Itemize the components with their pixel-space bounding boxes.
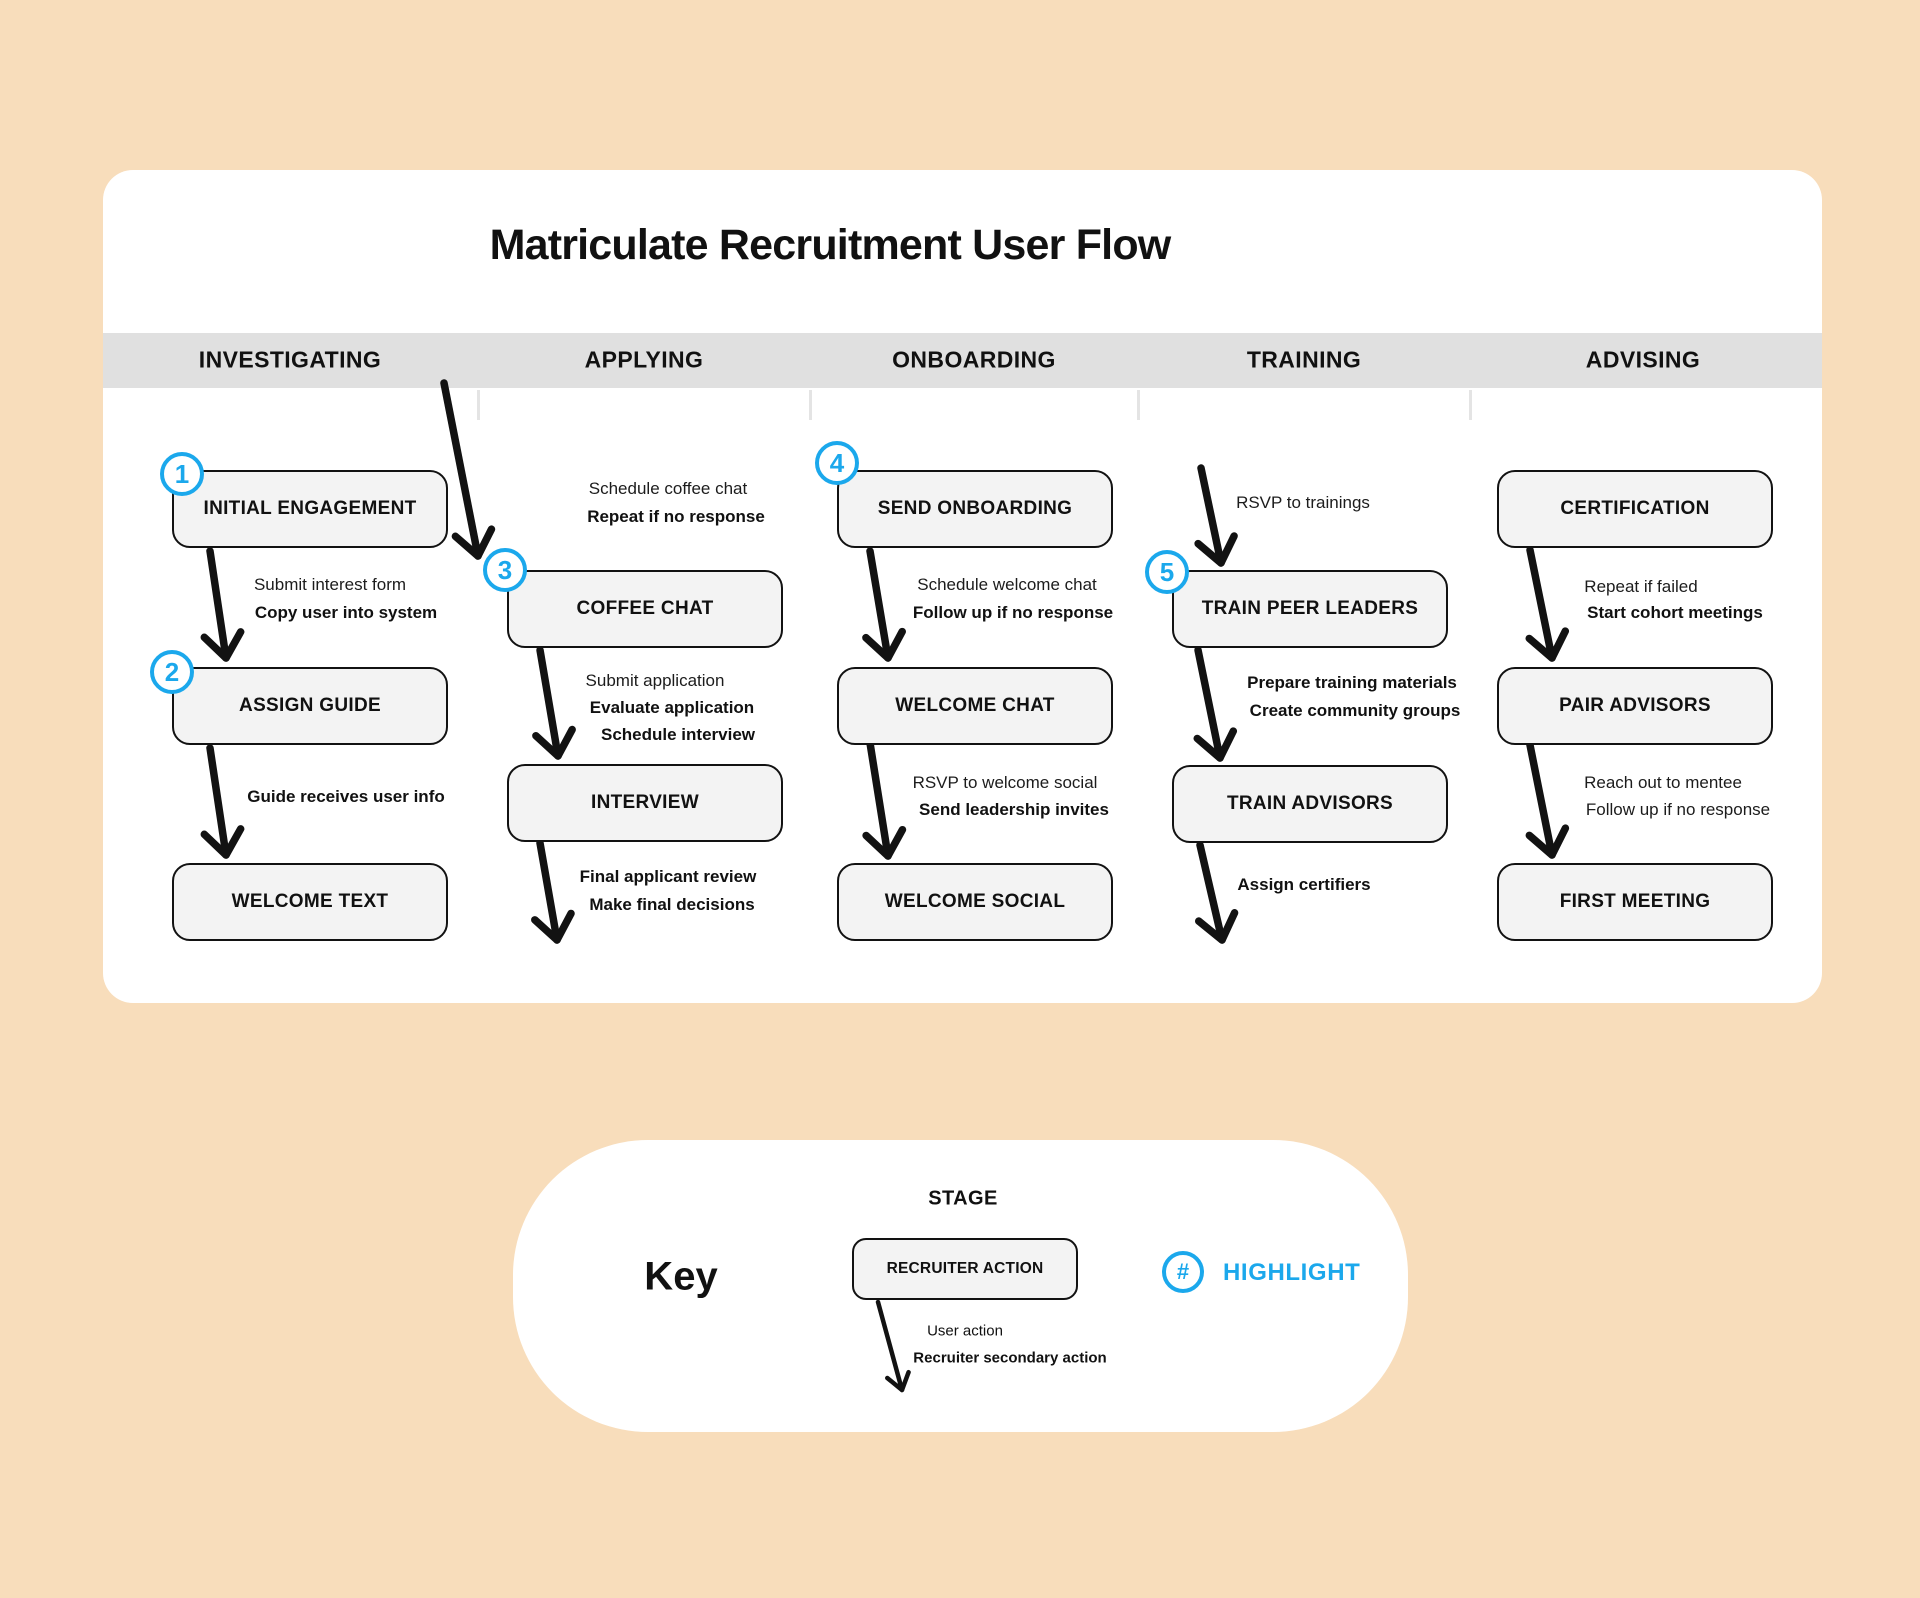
badge-5: 5 <box>1145 550 1189 594</box>
flow-node-label: TRAIN ADVISORS <box>1226 793 1394 814</box>
edge-label: Repeat if no response <box>587 507 765 526</box>
key-highlight-label: HIGHLIGHT <box>1223 1259 1361 1286</box>
edge-label: RSVP to trainings <box>1236 493 1370 512</box>
flow-node-welcome-social: WELCOME SOCIAL <box>837 863 1113 941</box>
flow-node-label: WELCOME TEXT <box>231 891 389 912</box>
key-heading: Key <box>644 1254 718 1299</box>
badge-4: 4 <box>815 441 859 485</box>
edge-label: Follow up if no response <box>912 603 1114 622</box>
badge-2: 2 <box>150 650 194 694</box>
edge-label: Evaluate application <box>589 698 755 717</box>
flow-node-label: COFFEE CHAT <box>576 598 714 619</box>
flow-node-label: TRAIN PEER LEADERS <box>1201 598 1419 619</box>
stage-header-advising: ADVISING <box>1585 346 1701 373</box>
flow-node-first-meeting: FIRST MEETING <box>1497 863 1773 941</box>
edge-label: Final applicant review <box>579 867 757 886</box>
edge-label: Follow up if no response <box>1585 800 1771 819</box>
key-recruiter-action-node: RECRUITER ACTION <box>852 1238 1078 1300</box>
edge-label: Schedule interview <box>601 725 755 744</box>
flow-node-certification: CERTIFICATION <box>1497 470 1773 548</box>
flow-node-label: ASSIGN GUIDE <box>239 695 381 716</box>
stage-header-band <box>103 333 1822 388</box>
key-secondary-action-label: Recruiter secondary action <box>913 1349 1107 1367</box>
flow-node-train-peer-leaders: TRAIN PEER LEADERS <box>1172 570 1448 648</box>
flow-node-label: PAIR ADVISORS <box>1559 695 1711 716</box>
key-stage-label: STAGE <box>928 1187 998 1210</box>
edge-label: Submit application <box>585 671 725 690</box>
flow-node-initial-engagement: INITIAL ENGAGEMENT <box>172 470 448 548</box>
edge-label: Guide receives user info <box>247 787 445 806</box>
badge-1: 1 <box>160 452 204 496</box>
flow-node-label: CERTIFICATION <box>1560 498 1710 519</box>
flow-node-welcome-chat: WELCOME CHAT <box>837 667 1113 745</box>
column-separator <box>1136 390 1140 420</box>
edge-label: Start cohort meetings <box>1587 603 1763 622</box>
highlight-number-badge: # <box>1162 1251 1204 1293</box>
flow-node-label: WELCOME SOCIAL <box>884 891 1066 912</box>
edge-label: Assign certifiers <box>1237 875 1371 894</box>
flow-node-label: INTERVIEW <box>591 792 699 813</box>
key-recruiter-action-label: RECRUITER ACTION <box>886 1260 1044 1277</box>
flow-node-coffee-chat: COFFEE CHAT <box>507 570 783 648</box>
stage-header-applying: APPLYING <box>584 346 704 373</box>
edge-label: Send leadership invites <box>919 800 1109 819</box>
edge-label: Repeat if failed <box>1584 577 1698 596</box>
flow-node-send-onboarding: SEND ONBOARDING <box>837 470 1113 548</box>
flow-node-label: WELCOME CHAT <box>895 695 1055 716</box>
edge-label: Schedule coffee chat <box>588 479 748 498</box>
edge-label: Create community groups <box>1249 701 1461 720</box>
edge-label: Copy user into system <box>254 603 438 622</box>
edge-label: Prepare training materials <box>1247 673 1457 692</box>
flow-node-label: FIRST MEETING <box>1559 891 1711 912</box>
flow-node-welcome-text: WELCOME TEXT <box>172 863 448 941</box>
edge-label: Schedule welcome chat <box>917 575 1097 594</box>
stage-header-onboarding: ONBOARDING <box>892 346 1056 373</box>
column-separator <box>1468 390 1472 420</box>
flow-node-label: INITIAL ENGAGEMENT <box>203 498 417 519</box>
flow-node-label: SEND ONBOARDING <box>877 498 1073 519</box>
key-user-action-label: User action <box>927 1322 1003 1340</box>
stage-header-training: TRAINING <box>1246 346 1362 373</box>
edge-label: Make final decisions <box>589 895 755 914</box>
stage-header-investigating: INVESTIGATING <box>198 346 382 373</box>
flow-node-assign-guide: ASSIGN GUIDE <box>172 667 448 745</box>
edge-label: RSVP to welcome social <box>912 773 1098 792</box>
badge-3: 3 <box>483 548 527 592</box>
edge-label: Reach out to mentee <box>1584 773 1742 792</box>
column-separator <box>808 390 812 420</box>
flow-node-interview: INTERVIEW <box>507 764 783 842</box>
edge-label: Submit interest form <box>253 575 407 594</box>
column-separator <box>476 390 480 420</box>
flow-node-pair-advisors: PAIR ADVISORS <box>1497 667 1773 745</box>
flow-node-train-advisors: TRAIN ADVISORS <box>1172 765 1448 843</box>
page-title: Matriculate Recruitment User Flow <box>489 221 1172 269</box>
